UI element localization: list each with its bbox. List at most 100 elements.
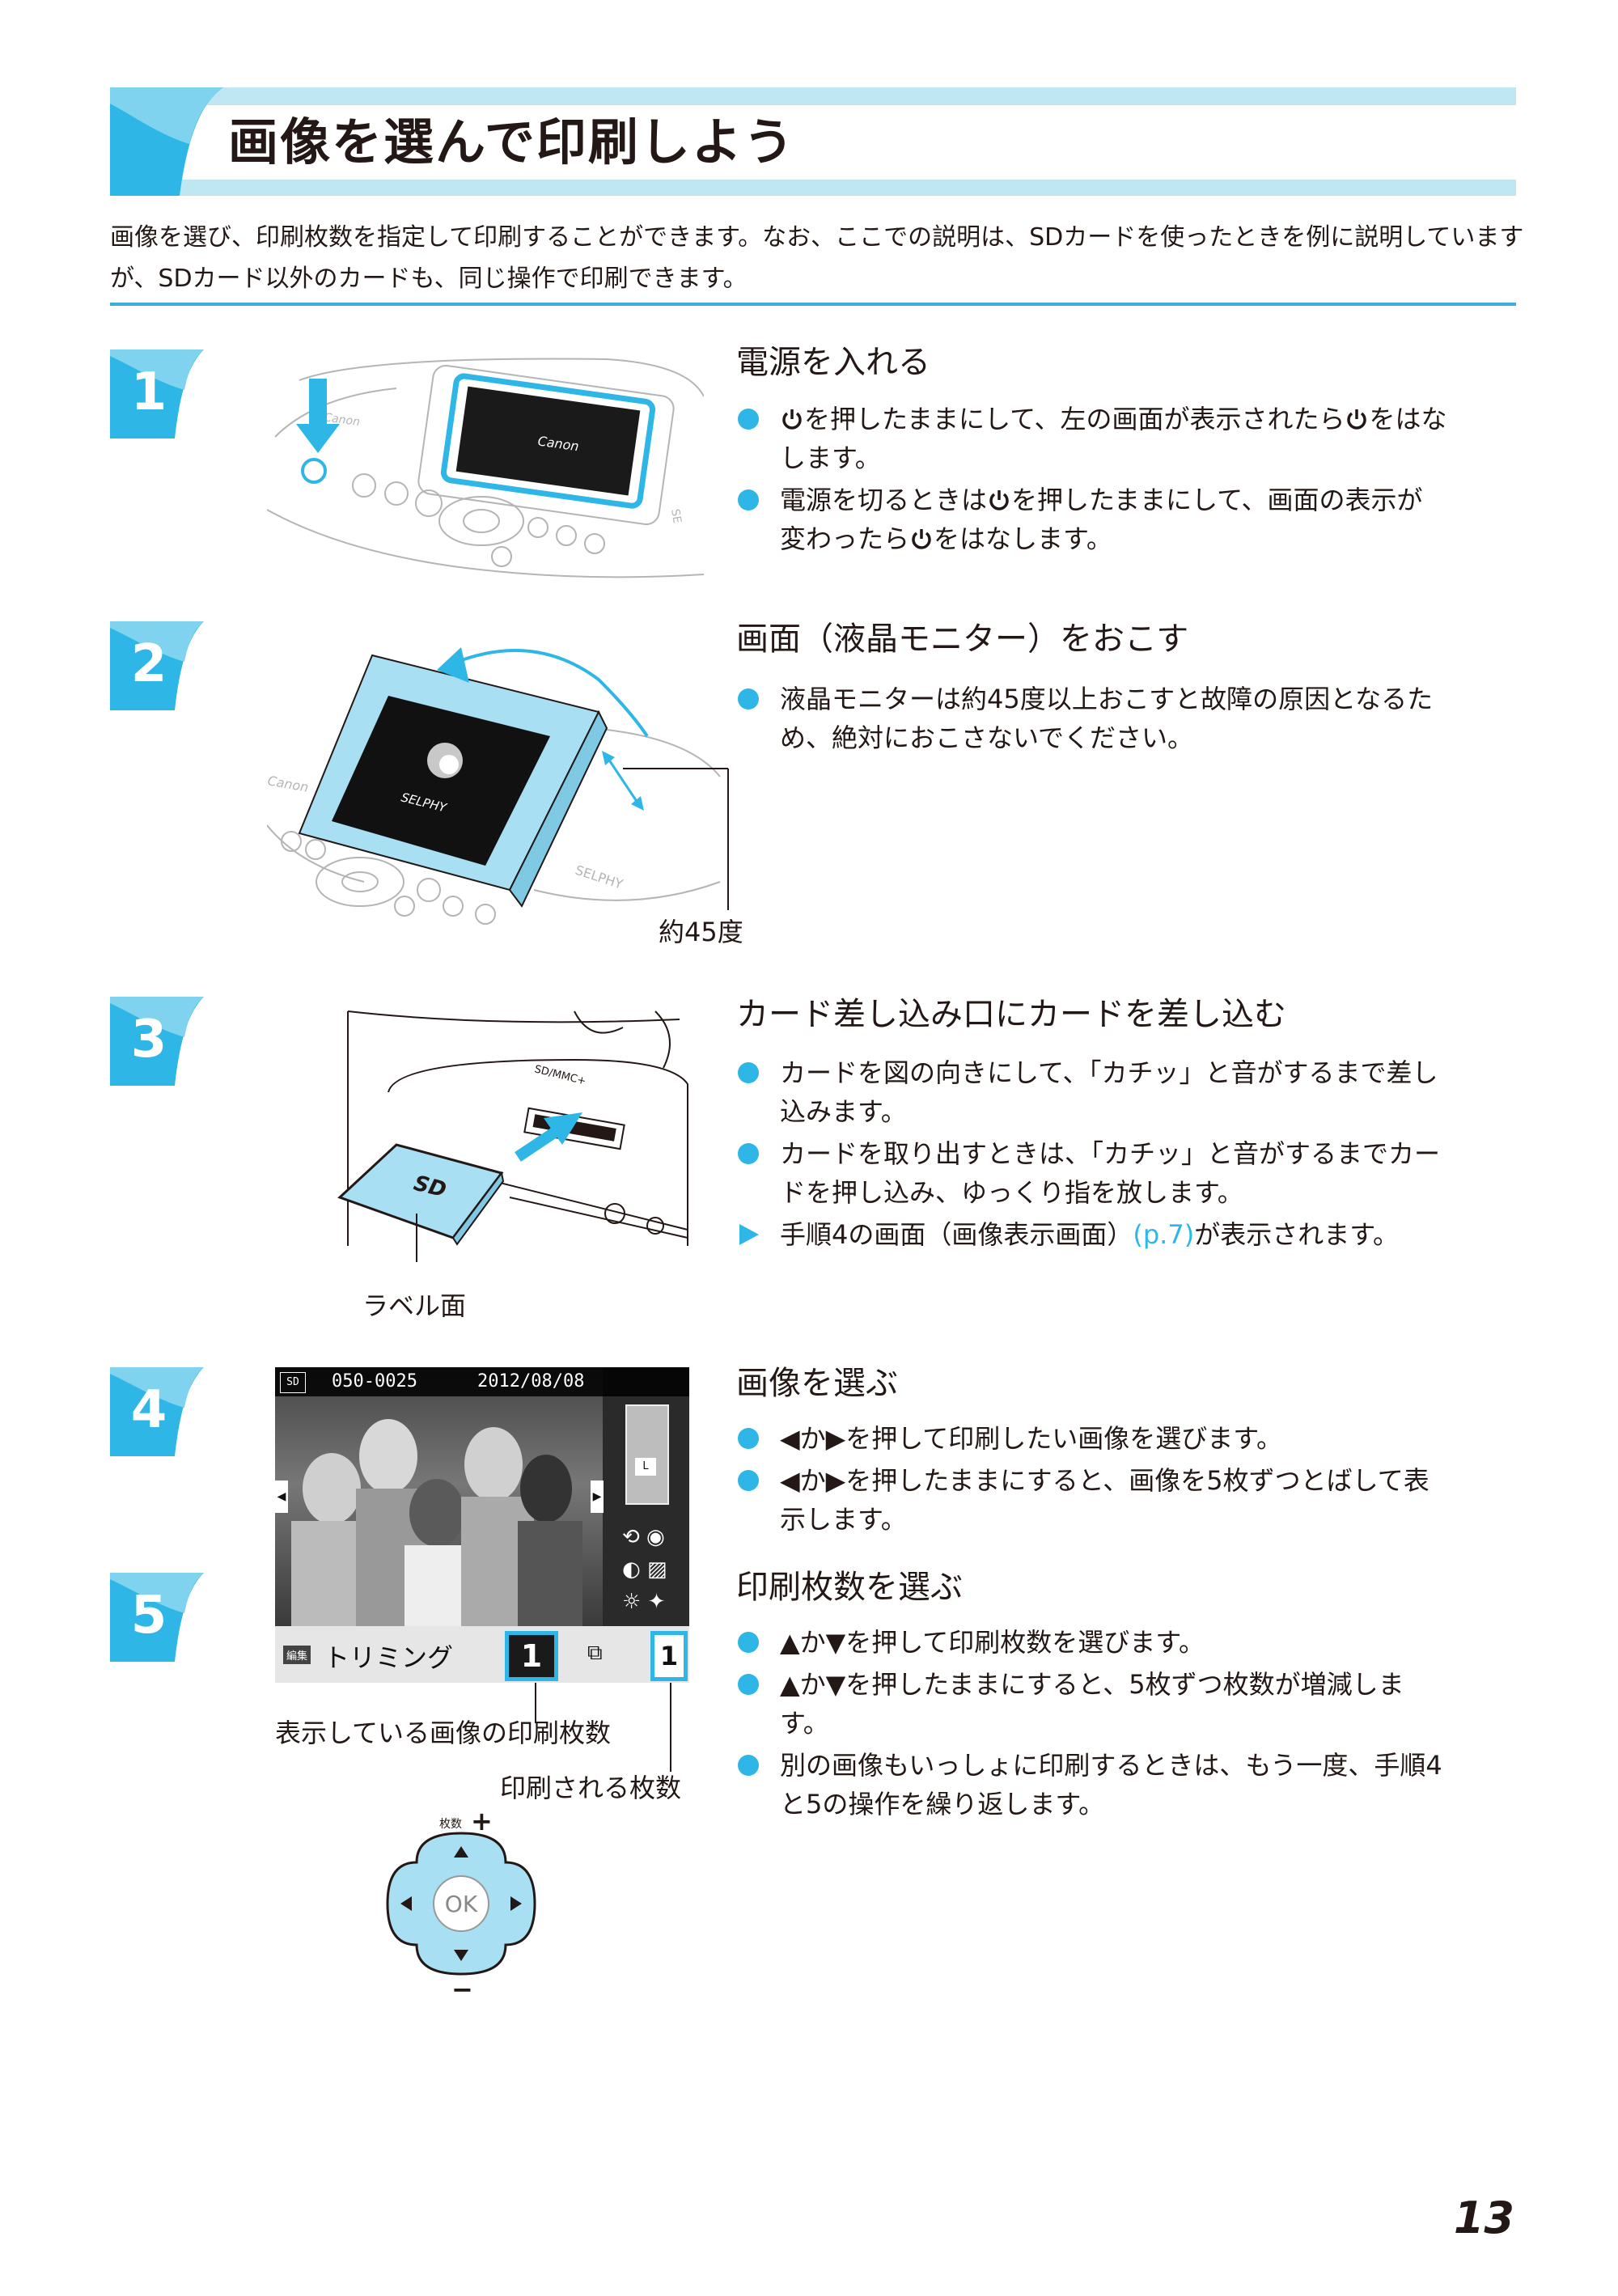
rotate-arrow-icon	[437, 647, 469, 683]
right-arrow-icon[interactable]	[510, 1896, 522, 1911]
control-pad[interactable]: OK	[384, 1830, 538, 1977]
step-number: 4	[130, 1380, 167, 1440]
lcd-screen: L ⟲ ◉◐ ▨☼ ✦ ◀ ▶ SD 050-0025 2012/08/08 編…	[275, 1367, 689, 1683]
step-3-bullets: カードを図の向きにして、「カチッ」と音がするまで差し込みます。 カードを取り出す…	[736, 1053, 1448, 1257]
size-label: L	[635, 1458, 656, 1476]
card-insert-illustration: SD/MMC+ SD	[337, 1010, 688, 1262]
header-band-bottom	[110, 180, 1516, 196]
power-button	[301, 458, 327, 484]
capture-date: 2012/08/08	[477, 1371, 585, 1392]
page-title: 画像を選んで印刷しよう	[228, 112, 795, 172]
side-panel: L ⟲ ◉◐ ▨☼ ✦	[603, 1367, 689, 1626]
caption-copies: 表示している画像の印刷枚数	[275, 1718, 612, 1748]
page-link[interactable]: (p.7)	[1133, 1219, 1195, 1250]
intro-rule	[110, 303, 1516, 306]
step-4-badge: 4	[110, 1367, 204, 1456]
bullet-dot-icon	[738, 1470, 759, 1491]
step-1-heading: 電源を入れる	[736, 344, 930, 381]
bullet-item: ◀か▶を押して印刷したい画像を選びます。	[736, 1419, 1448, 1458]
bottom-bar: 編集 トリミング 1 ⧉ 1	[275, 1626, 689, 1683]
file-number: 050-0025	[332, 1371, 417, 1392]
bullet-item: ▲か▼を押して印刷枚数を選びます。	[736, 1623, 1448, 1662]
intro-text: 画像を選び、印刷枚数を指定して印刷することができます。なお、ここでの説明は、SD…	[110, 223, 1524, 293]
step-2-bullets: 液晶モニターは約45度以上おこすと故障の原因となるため、絶対におこさないでくださ…	[736, 680, 1448, 760]
step-3-heading: カード差し込み口にカードを差し込む	[736, 996, 1286, 1033]
bullet-item: 電源を切るときはを押したままにして、画面の表示が変わったらをはなします。	[736, 481, 1448, 558]
plus-caption: 枚数	[439, 1818, 462, 1831]
plus-icon: +	[471, 1806, 493, 1836]
monitor-tilt-illustration: Canon SELPHY SELPHY	[267, 647, 729, 925]
step-2-heading: 画面（液晶モニター）をおこす	[736, 621, 1189, 658]
up-arrow-icon[interactable]	[454, 1846, 468, 1858]
down-arrow-icon[interactable]	[454, 1950, 468, 1961]
bullet-dot-icon	[738, 1062, 759, 1083]
step-4-bullets: ◀か▶を押して印刷したい画像を選びます。 ◀か▶を押したままにすると、画像を5枚…	[736, 1419, 1448, 1542]
header-band-top	[110, 87, 1516, 105]
power-icon	[912, 529, 931, 549]
printer-power-illustration: Canon Canon SE	[267, 358, 704, 578]
bullet-dot-icon	[738, 1632, 759, 1653]
copies-count: 1	[505, 1631, 558, 1681]
caption-total: 印刷される枚数	[500, 1773, 682, 1803]
left-arrow-icon[interactable]	[400, 1896, 412, 1911]
bullet-item: 別の画像もいっしょに印刷するときは、もう一度、手順4と5の操作を繰り返します。	[736, 1746, 1448, 1824]
people-photo	[291, 1419, 582, 1626]
result-item: 手順4の画面（画像表示画面）(p.7)が表示されます。	[736, 1215, 1448, 1254]
total-prints-icon: ⧉	[587, 1641, 603, 1665]
bullet-item: ◀か▶を押したままにすると、画像を5枚ずつとばして表示します。	[736, 1461, 1448, 1539]
right-arrow-icon[interactable]: ▶	[591, 1481, 604, 1513]
result-arrow-icon	[739, 1224, 759, 1245]
edit-badge: 編集	[283, 1646, 311, 1664]
printer-brand: Canon	[267, 773, 310, 795]
correction-icons: ⟲ ◉◐ ▨☼ ✦	[622, 1525, 667, 1614]
arrow-insert-icon	[544, 1112, 582, 1145]
step-number: 1	[130, 362, 167, 422]
ok-button[interactable]	[433, 1875, 489, 1932]
bullet-dot-icon	[738, 1755, 759, 1776]
bullet-item: ▲か▼を押したままにすると、5枚ずつ枚数が増減します。	[736, 1665, 1448, 1743]
bullet-dot-icon	[738, 1674, 759, 1695]
minus-icon: −	[451, 1974, 473, 2005]
power-icon	[1347, 409, 1367, 430]
angle-caption: 約45度	[659, 917, 743, 947]
sd-card-icon: SD	[280, 1372, 306, 1393]
leader-line-total	[670, 1683, 671, 1772]
page-number: 13	[1453, 2192, 1514, 2243]
size-indicator	[625, 1404, 669, 1505]
step-5-badge: 5	[110, 1573, 204, 1662]
left-arrow-icon[interactable]: ◀	[275, 1481, 288, 1513]
step-1-bullets: を押したままにして、左の画面が表示されたらをはなします。 電源を切るときはを押し…	[736, 400, 1448, 561]
power-icon	[989, 490, 1009, 510]
power-icon	[782, 409, 802, 430]
bullet-dot-icon	[738, 1143, 759, 1164]
slot-label: SD/MMC+	[533, 1063, 587, 1087]
total-count: 1	[650, 1631, 688, 1681]
leader-line-copies	[535, 1683, 536, 1723]
ok-label: OK	[445, 1891, 478, 1917]
bullet-dot-icon	[738, 489, 759, 510]
bullet-item: カードを図の向きにして、「カチッ」と音がするまで差し込みます。	[736, 1053, 1448, 1131]
arrow-down-icon	[309, 379, 327, 427]
step-number: 2	[130, 634, 167, 694]
bullet-dot-icon	[738, 688, 759, 710]
step-number: 5	[130, 1586, 167, 1646]
label-side-caption: ラベル面	[362, 1290, 467, 1321]
step-5-heading: 印刷枚数を選ぶ	[736, 1569, 963, 1606]
bullet-dot-icon	[738, 1428, 759, 1449]
step-number: 3	[130, 1010, 167, 1070]
step-2-badge: 2	[110, 621, 204, 710]
printer-side-label: SE	[668, 508, 684, 524]
bullet-item: 液晶モニターは約45度以上おこすと故障の原因となるため、絶対におこさないでくださ…	[736, 680, 1448, 757]
bullet-item: カードを取り出すときは、「カチッ」と音がするまでカードを押し込み、ゆっくり指を放…	[736, 1134, 1448, 1212]
bullet-dot-icon	[738, 409, 759, 430]
status-bar: SD 050-0025 2012/08/08	[275, 1367, 689, 1396]
step-4-heading: 画像を選ぶ	[736, 1365, 898, 1402]
trimming-label: トリミング	[324, 1642, 454, 1673]
step-3-badge: 3	[110, 997, 204, 1086]
printer-logo: SELPHY	[574, 862, 625, 892]
photo-thumbnail: L ⟲ ◉◐ ▨☼ ✦ ◀ ▶	[275, 1367, 689, 1626]
step-1-badge: 1	[110, 349, 204, 438]
bullet-item: を押したままにして、左の画面が表示されたらをはなします。	[736, 400, 1448, 477]
step-5-bullets: ▲か▼を押して印刷枚数を選びます。 ▲か▼を押したままにすると、5枚ずつ枚数が増…	[736, 1623, 1448, 1827]
header-swoosh	[110, 87, 223, 196]
